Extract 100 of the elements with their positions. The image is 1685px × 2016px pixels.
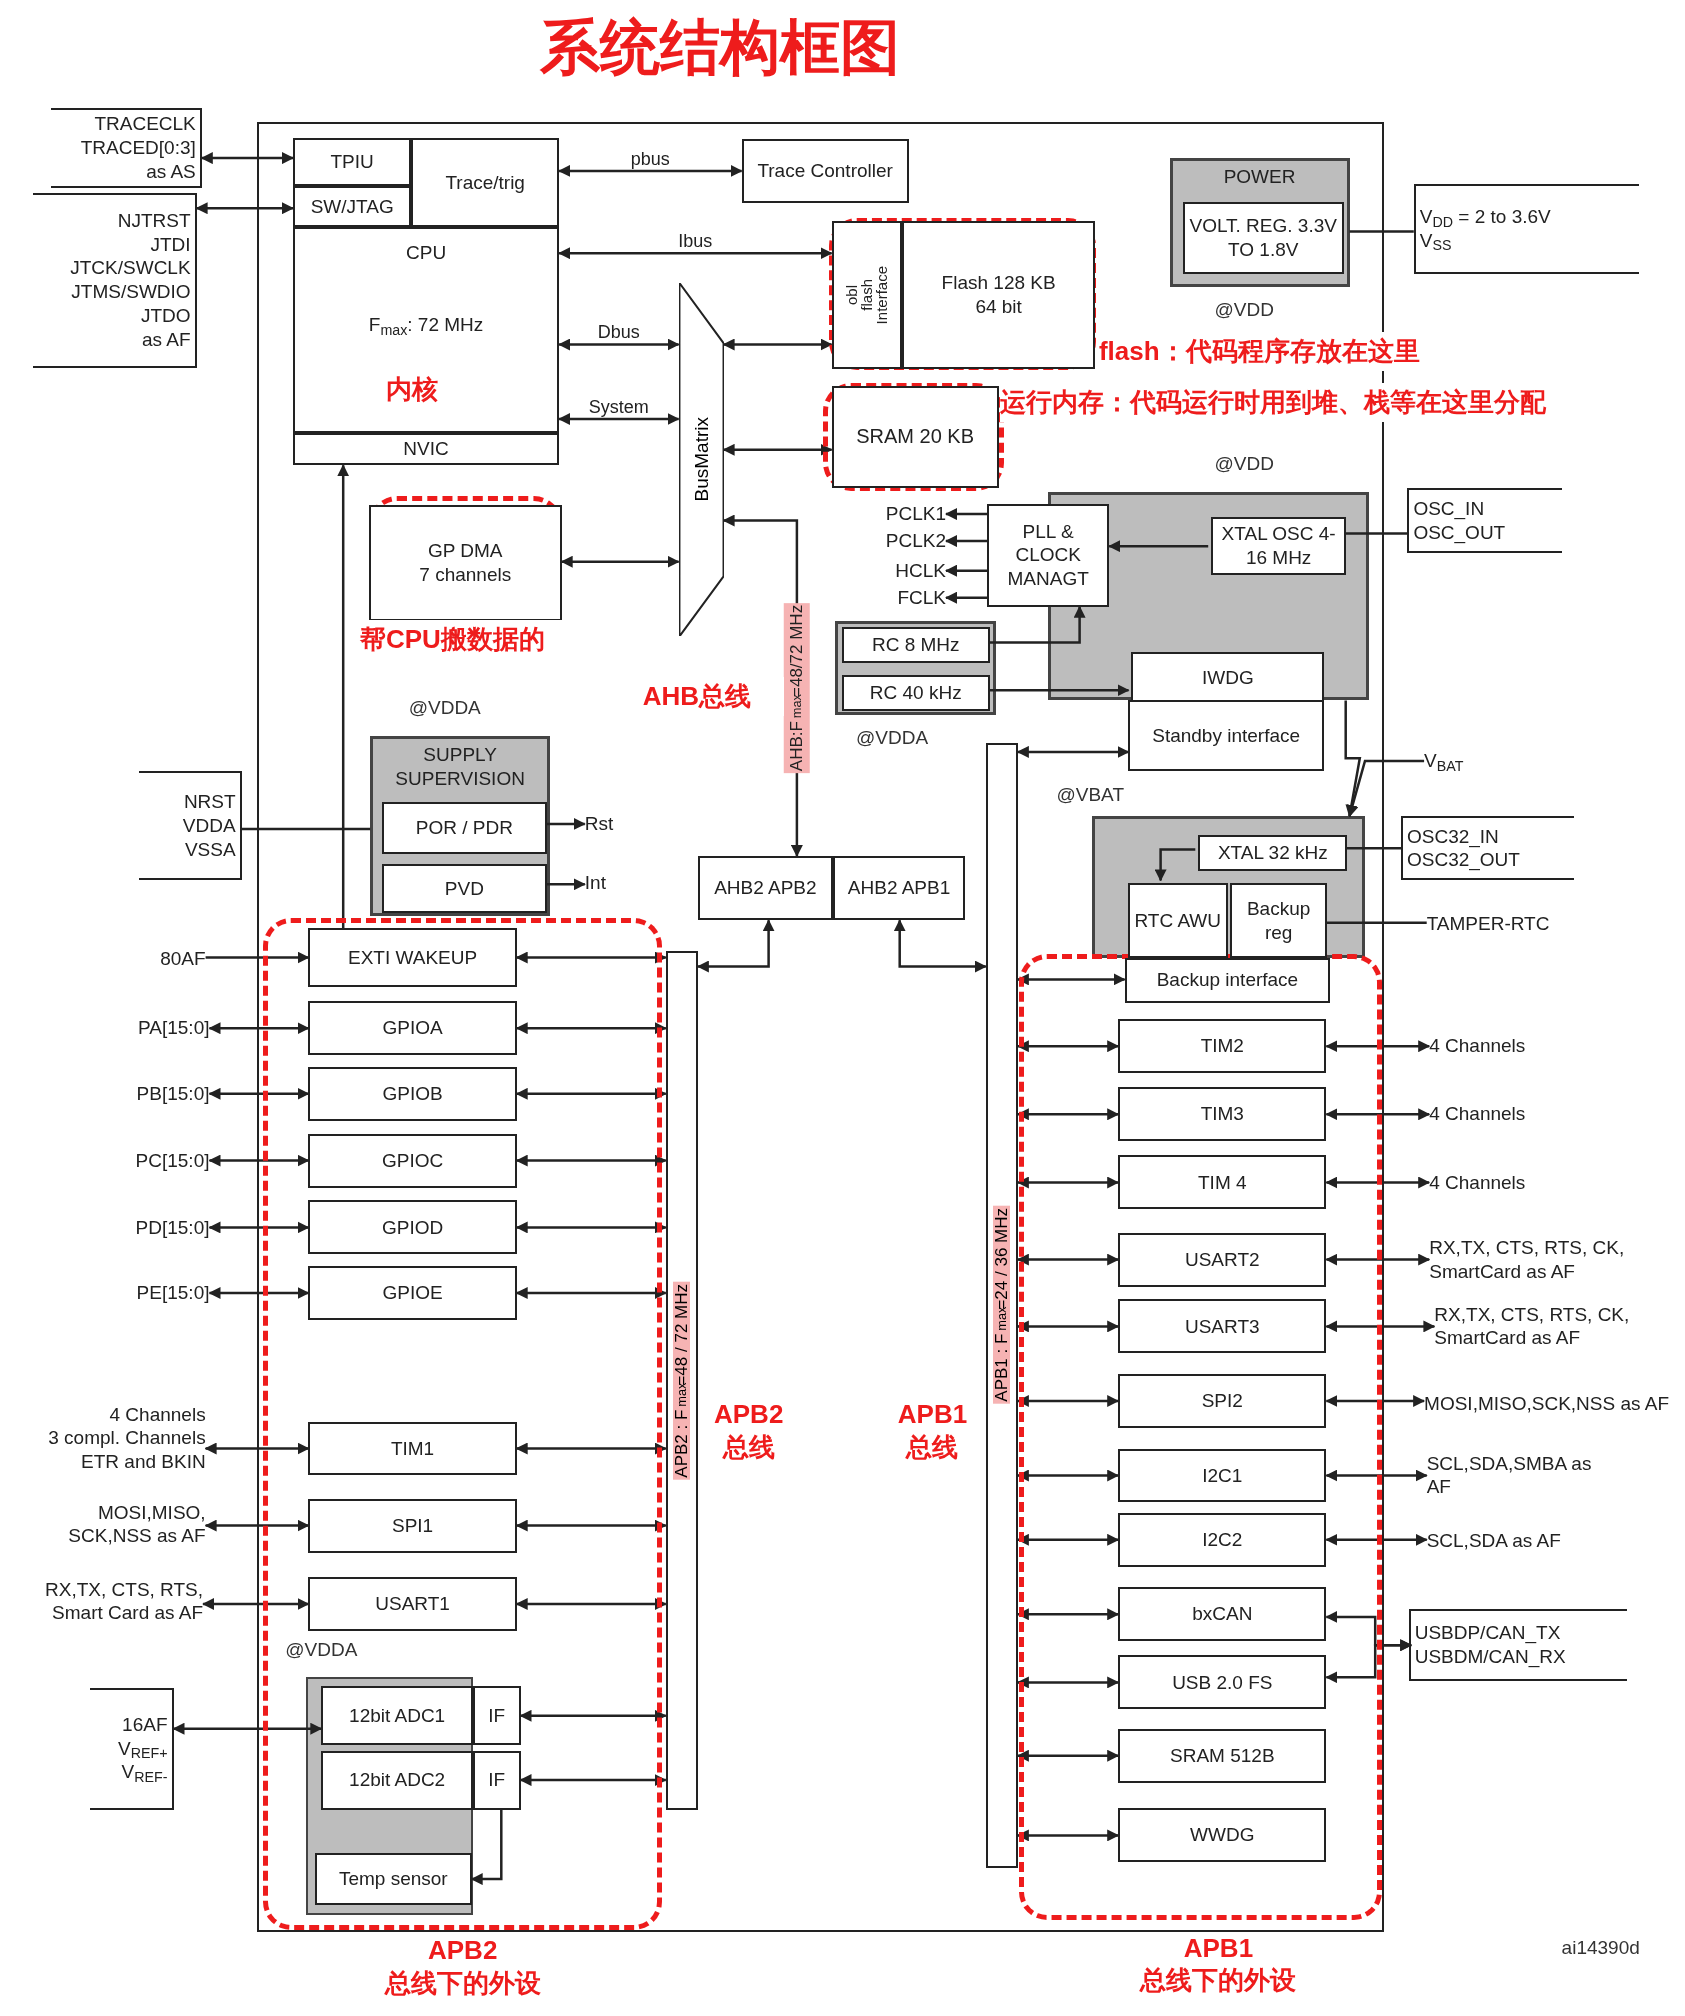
pin-label: 4 Channels bbox=[109, 1402, 206, 1427]
pin-label: PE[15:0] bbox=[136, 1281, 210, 1305]
module-box bbox=[368, 505, 562, 621]
module-label: IF bbox=[488, 1768, 506, 1792]
connector-arrow bbox=[1325, 1176, 1431, 1189]
pin-label: RX,TX, CTS, RTS, Smart Card as AF bbox=[44, 1577, 204, 1626]
edge-label: Ibus bbox=[677, 232, 714, 254]
module-label: GPIOD bbox=[381, 1215, 444, 1240]
connector-arrow bbox=[202, 1598, 310, 1610]
connector-arrow bbox=[945, 508, 988, 521]
pin-label: VSSA bbox=[184, 837, 236, 862]
module-label: Standby interface bbox=[1152, 723, 1301, 748]
module-label: Trace Controller bbox=[757, 159, 893, 183]
pin-bracket bbox=[138, 771, 242, 881]
pin-label: OSC32_OUT bbox=[1406, 848, 1520, 872]
pin-bracket bbox=[51, 107, 202, 188]
connector-arrow bbox=[945, 591, 988, 604]
module-label: F$_{max}$: 72 MHz bbox=[368, 313, 484, 337]
module-label: bxCAN bbox=[1192, 1602, 1253, 1627]
module-box bbox=[1118, 1155, 1327, 1210]
pin-label: PCLK1 bbox=[885, 502, 946, 526]
connector-arrow bbox=[519, 1774, 667, 1787]
connector-arrow bbox=[1346, 759, 1425, 818]
module-label: RC 8 MHz bbox=[871, 633, 960, 658]
module-label: SRAM 20 KB bbox=[856, 424, 974, 450]
pin-label: as AF bbox=[142, 327, 191, 352]
note-label: @VDD bbox=[1214, 451, 1275, 476]
connector-arrow bbox=[204, 1519, 310, 1532]
module-box bbox=[293, 433, 560, 466]
connector-arrow bbox=[558, 247, 833, 260]
pin-label: FCLK bbox=[897, 585, 946, 610]
module-box bbox=[308, 1133, 517, 1188]
pin-label: TRACED[0:3] bbox=[80, 135, 196, 160]
module-label: Temp sensor bbox=[338, 1867, 448, 1891]
connector-arrow bbox=[515, 1022, 667, 1035]
pin-label: JTCK/SWCLK bbox=[70, 256, 191, 281]
connector-arrow bbox=[1016, 745, 1130, 758]
module-box bbox=[293, 227, 560, 434]
connector-arrow bbox=[1016, 1469, 1120, 1482]
pin-label: V$_{DD}$ = 2 to 3.6V bbox=[1419, 205, 1551, 229]
connector-arrow bbox=[558, 413, 680, 425]
module-box bbox=[832, 856, 966, 921]
connector-arrow bbox=[1016, 1533, 1120, 1546]
bus-bar bbox=[665, 951, 698, 1810]
pin-label: TRACECLK bbox=[94, 112, 196, 136]
pin-label: 16AF bbox=[122, 1713, 168, 1737]
connector-arrow bbox=[945, 564, 988, 577]
connector-arrow bbox=[1154, 848, 1196, 882]
pin-bracket bbox=[1400, 816, 1575, 881]
connector-arrow bbox=[208, 1221, 310, 1234]
module-box bbox=[1127, 883, 1228, 958]
pin-label: as AS bbox=[146, 159, 196, 184]
pin-label: PB[15:0] bbox=[136, 1081, 210, 1106]
module-label: GPIOC bbox=[381, 1148, 444, 1173]
note-label: @VDDA bbox=[408, 696, 482, 721]
module-label: TIM1 bbox=[390, 1436, 435, 1461]
connector-arrow bbox=[515, 1442, 667, 1455]
module-box bbox=[1118, 1232, 1327, 1287]
connector-arrow bbox=[1325, 1108, 1431, 1121]
connector-arrow bbox=[1325, 1639, 1413, 1684]
module-box bbox=[902, 221, 1096, 369]
module-label: NVIC bbox=[403, 437, 449, 462]
bus-bar bbox=[985, 742, 1018, 1868]
note-label: @VDDA bbox=[285, 1638, 359, 1663]
annotation-text: APB1 总线下的外设 bbox=[1138, 1931, 1298, 1997]
module-label: TIM 4 bbox=[1198, 1170, 1247, 1195]
connector-arrow bbox=[1016, 973, 1126, 986]
annotation-text: APB2 总线 bbox=[713, 1398, 785, 1464]
pin-label: USBDP/CAN_TX bbox=[1414, 1621, 1561, 1646]
connector-arrow bbox=[1016, 1320, 1120, 1333]
pin-bracket bbox=[89, 1687, 174, 1810]
module-box bbox=[472, 1750, 521, 1810]
module-label: XTAL 32 kHz bbox=[1217, 840, 1328, 865]
connector-arrow bbox=[989, 684, 1130, 697]
edge-label: Dbus bbox=[596, 323, 641, 345]
module-box bbox=[308, 1498, 517, 1553]
pin-bracket bbox=[1408, 1609, 1628, 1682]
module-box bbox=[1118, 1448, 1327, 1503]
connector-arrow bbox=[515, 1287, 667, 1299]
panel-title: POWER bbox=[1223, 165, 1296, 189]
module-box bbox=[1124, 957, 1331, 1003]
module-box bbox=[1118, 1512, 1327, 1567]
pin-label: JTDO bbox=[141, 303, 191, 328]
pin-label: Int bbox=[584, 871, 606, 895]
pin-label: SCL,SDA as AF bbox=[1426, 1529, 1561, 1553]
module-box bbox=[293, 137, 412, 187]
module-label: TIM3 bbox=[1200, 1102, 1244, 1127]
edge-label: pbus bbox=[629, 149, 671, 171]
connector-arrow bbox=[1016, 1395, 1120, 1407]
connector-arrow bbox=[945, 535, 988, 548]
pin-label: PCLK2 bbox=[885, 529, 946, 553]
pin-label: PC[15:0] bbox=[135, 1148, 210, 1173]
connector-arrow bbox=[195, 202, 294, 215]
module-label: RC 40 kHz bbox=[869, 680, 962, 705]
module-label: XTAL OSC 4-16 MHz bbox=[1220, 522, 1337, 570]
module-label: SRAM 512B bbox=[1170, 1743, 1275, 1768]
module-label: IF bbox=[488, 1703, 506, 1728]
panel-title: SUPPLY SUPERVISION bbox=[394, 743, 526, 791]
module-label: flash bbox=[859, 279, 875, 311]
module-label: 64 bit bbox=[975, 294, 1022, 319]
